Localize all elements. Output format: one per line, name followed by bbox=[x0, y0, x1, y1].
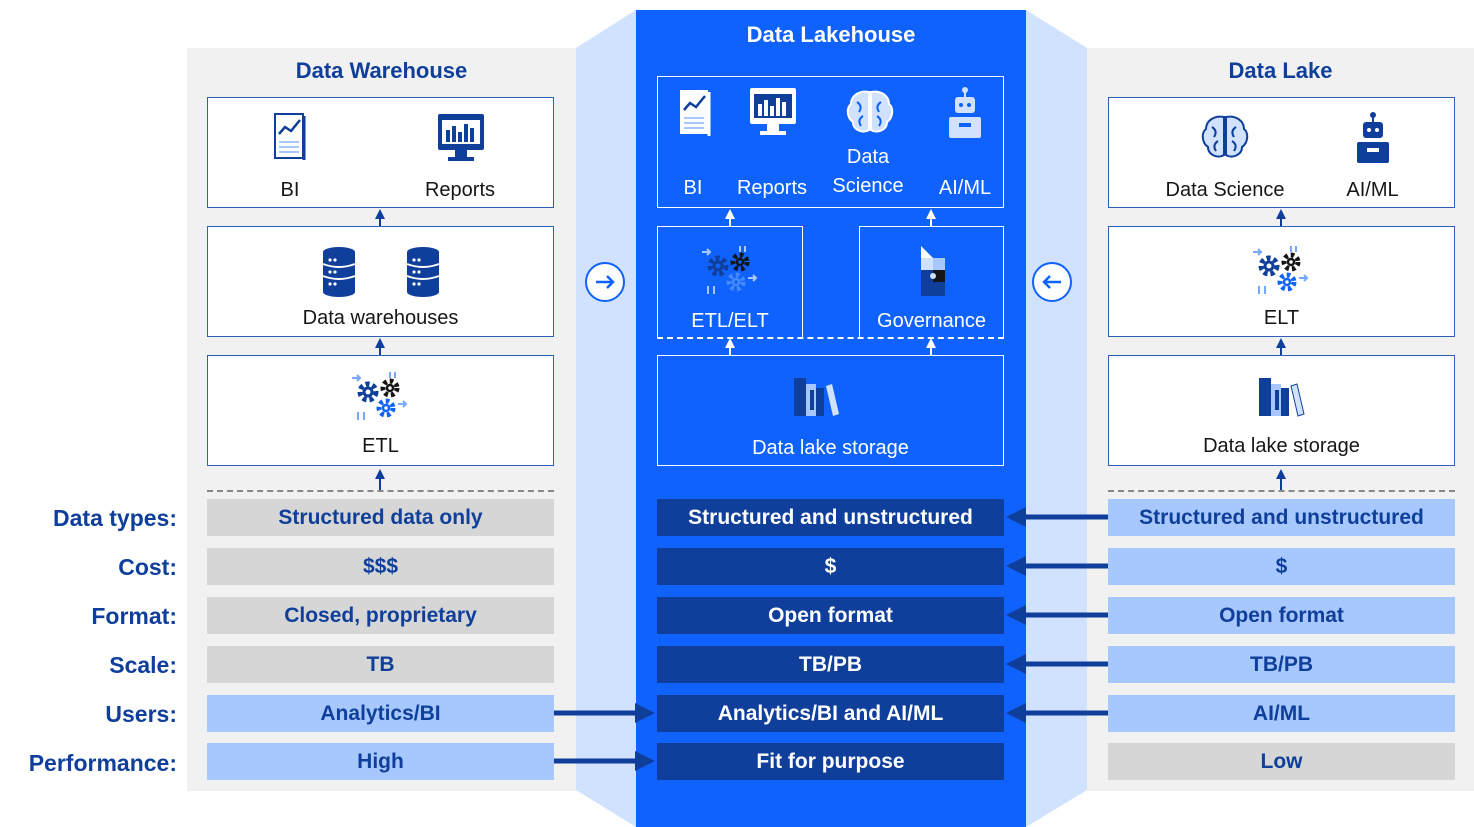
row-label: Users: bbox=[105, 701, 177, 727]
lake-storage-label: Data lake storage bbox=[1203, 435, 1360, 457]
lake-cell: TB/PB bbox=[1108, 646, 1455, 683]
lake-consumers-box bbox=[1108, 97, 1455, 208]
database-icon bbox=[405, 246, 441, 303]
warehouse-cell: High bbox=[207, 743, 554, 780]
lakehouse-governance-box bbox=[859, 226, 1004, 337]
robot-icon bbox=[946, 86, 984, 145]
arrow-right-circle-icon bbox=[585, 262, 625, 302]
monitor-chart-icon bbox=[748, 86, 798, 143]
warehouse-cell: Structured data only bbox=[207, 499, 554, 536]
arrow-left-circle-icon bbox=[1032, 262, 1072, 302]
warehouse-reports-label: Reports bbox=[424, 179, 496, 201]
lake-divider bbox=[1108, 490, 1455, 492]
warehouse-process-box bbox=[207, 355, 554, 466]
lake-title: Data Lake bbox=[1228, 58, 1333, 83]
books-icon bbox=[792, 374, 840, 423]
database-icon bbox=[321, 246, 357, 303]
puzzle-icon bbox=[909, 244, 953, 305]
gears-icon bbox=[1251, 244, 1311, 303]
lake-cell: Structured and unstructured bbox=[1108, 499, 1455, 536]
brain-icon bbox=[845, 88, 895, 141]
lakehouse-etl-box bbox=[657, 226, 803, 337]
lakehouse-ds-label-line2: Science bbox=[832, 175, 904, 197]
lakehouse-governance-label: Governance bbox=[877, 310, 986, 332]
monitor-chart-icon bbox=[436, 112, 486, 169]
warehouse-consumers-box bbox=[207, 97, 554, 208]
row-label: Scale: bbox=[109, 652, 177, 678]
warehouse-title: Data Warehouse bbox=[295, 58, 468, 83]
lakehouse-title: Data Lakehouse bbox=[746, 22, 916, 47]
gears-icon bbox=[350, 370, 410, 429]
warehouse-storage-box bbox=[207, 226, 554, 337]
brain-icon bbox=[1200, 113, 1250, 166]
row-label: Format: bbox=[91, 603, 177, 629]
warehouse-cell: TB bbox=[207, 646, 554, 683]
warehouse-cell: $$$ bbox=[207, 548, 554, 585]
warehouse-storage-label: Data warehouses bbox=[302, 307, 459, 329]
lakehouse-cell: Open format bbox=[657, 597, 1004, 634]
lake-cell: $ bbox=[1108, 548, 1455, 585]
lake-cell: Low bbox=[1108, 743, 1455, 780]
warehouse-divider bbox=[207, 490, 554, 492]
lake-aiml-label: AI/ML bbox=[1346, 179, 1399, 201]
lakehouse-storage-label: Data lake storage bbox=[752, 437, 909, 459]
warehouse-cell: Analytics/BI bbox=[207, 695, 554, 732]
lake-cell: Open format bbox=[1108, 597, 1455, 634]
lakehouse-divider-top bbox=[657, 337, 1004, 339]
lake-cell: AI/ML bbox=[1108, 695, 1455, 732]
lakehouse-etl-label: ETL/ELT bbox=[691, 310, 769, 332]
lakehouse-storage-box bbox=[657, 355, 1004, 466]
warehouse-bi-label: BI bbox=[280, 179, 300, 201]
row-label: Performance: bbox=[28, 750, 177, 776]
gears-icon bbox=[700, 244, 760, 303]
lakehouse-reports-label: Reports bbox=[736, 177, 808, 199]
lakehouse-bi-label: BI bbox=[683, 177, 703, 199]
lakehouse-consumers-box bbox=[657, 76, 1004, 208]
lakehouse-divider bbox=[657, 490, 1004, 492]
lakehouse-ds-label-line1: Data bbox=[846, 146, 890, 168]
lakehouse-cell: Structured and unstructured bbox=[657, 499, 1004, 536]
warehouse-process-label: ETL bbox=[362, 435, 399, 457]
row-label: Data types: bbox=[53, 505, 177, 531]
row-label: Cost: bbox=[118, 554, 177, 580]
lake-ds-label: Data Science bbox=[1165, 179, 1285, 201]
warehouse-cell: Closed, proprietary bbox=[207, 597, 554, 634]
books-icon bbox=[1257, 374, 1305, 423]
bi-report-icon bbox=[678, 88, 712, 143]
lakehouse-cell: Fit for purpose bbox=[657, 743, 1004, 780]
bi-report-icon bbox=[273, 112, 307, 167]
robot-icon bbox=[1354, 111, 1392, 170]
lakehouse-cell: $ bbox=[657, 548, 1004, 585]
lakehouse-aiml-label: AI/ML bbox=[938, 177, 992, 199]
lakehouse-cell: TB/PB bbox=[657, 646, 1004, 683]
lakehouse-cell: Analytics/BI and AI/ML bbox=[657, 695, 1004, 732]
lake-process-label: ELT bbox=[1263, 307, 1300, 329]
